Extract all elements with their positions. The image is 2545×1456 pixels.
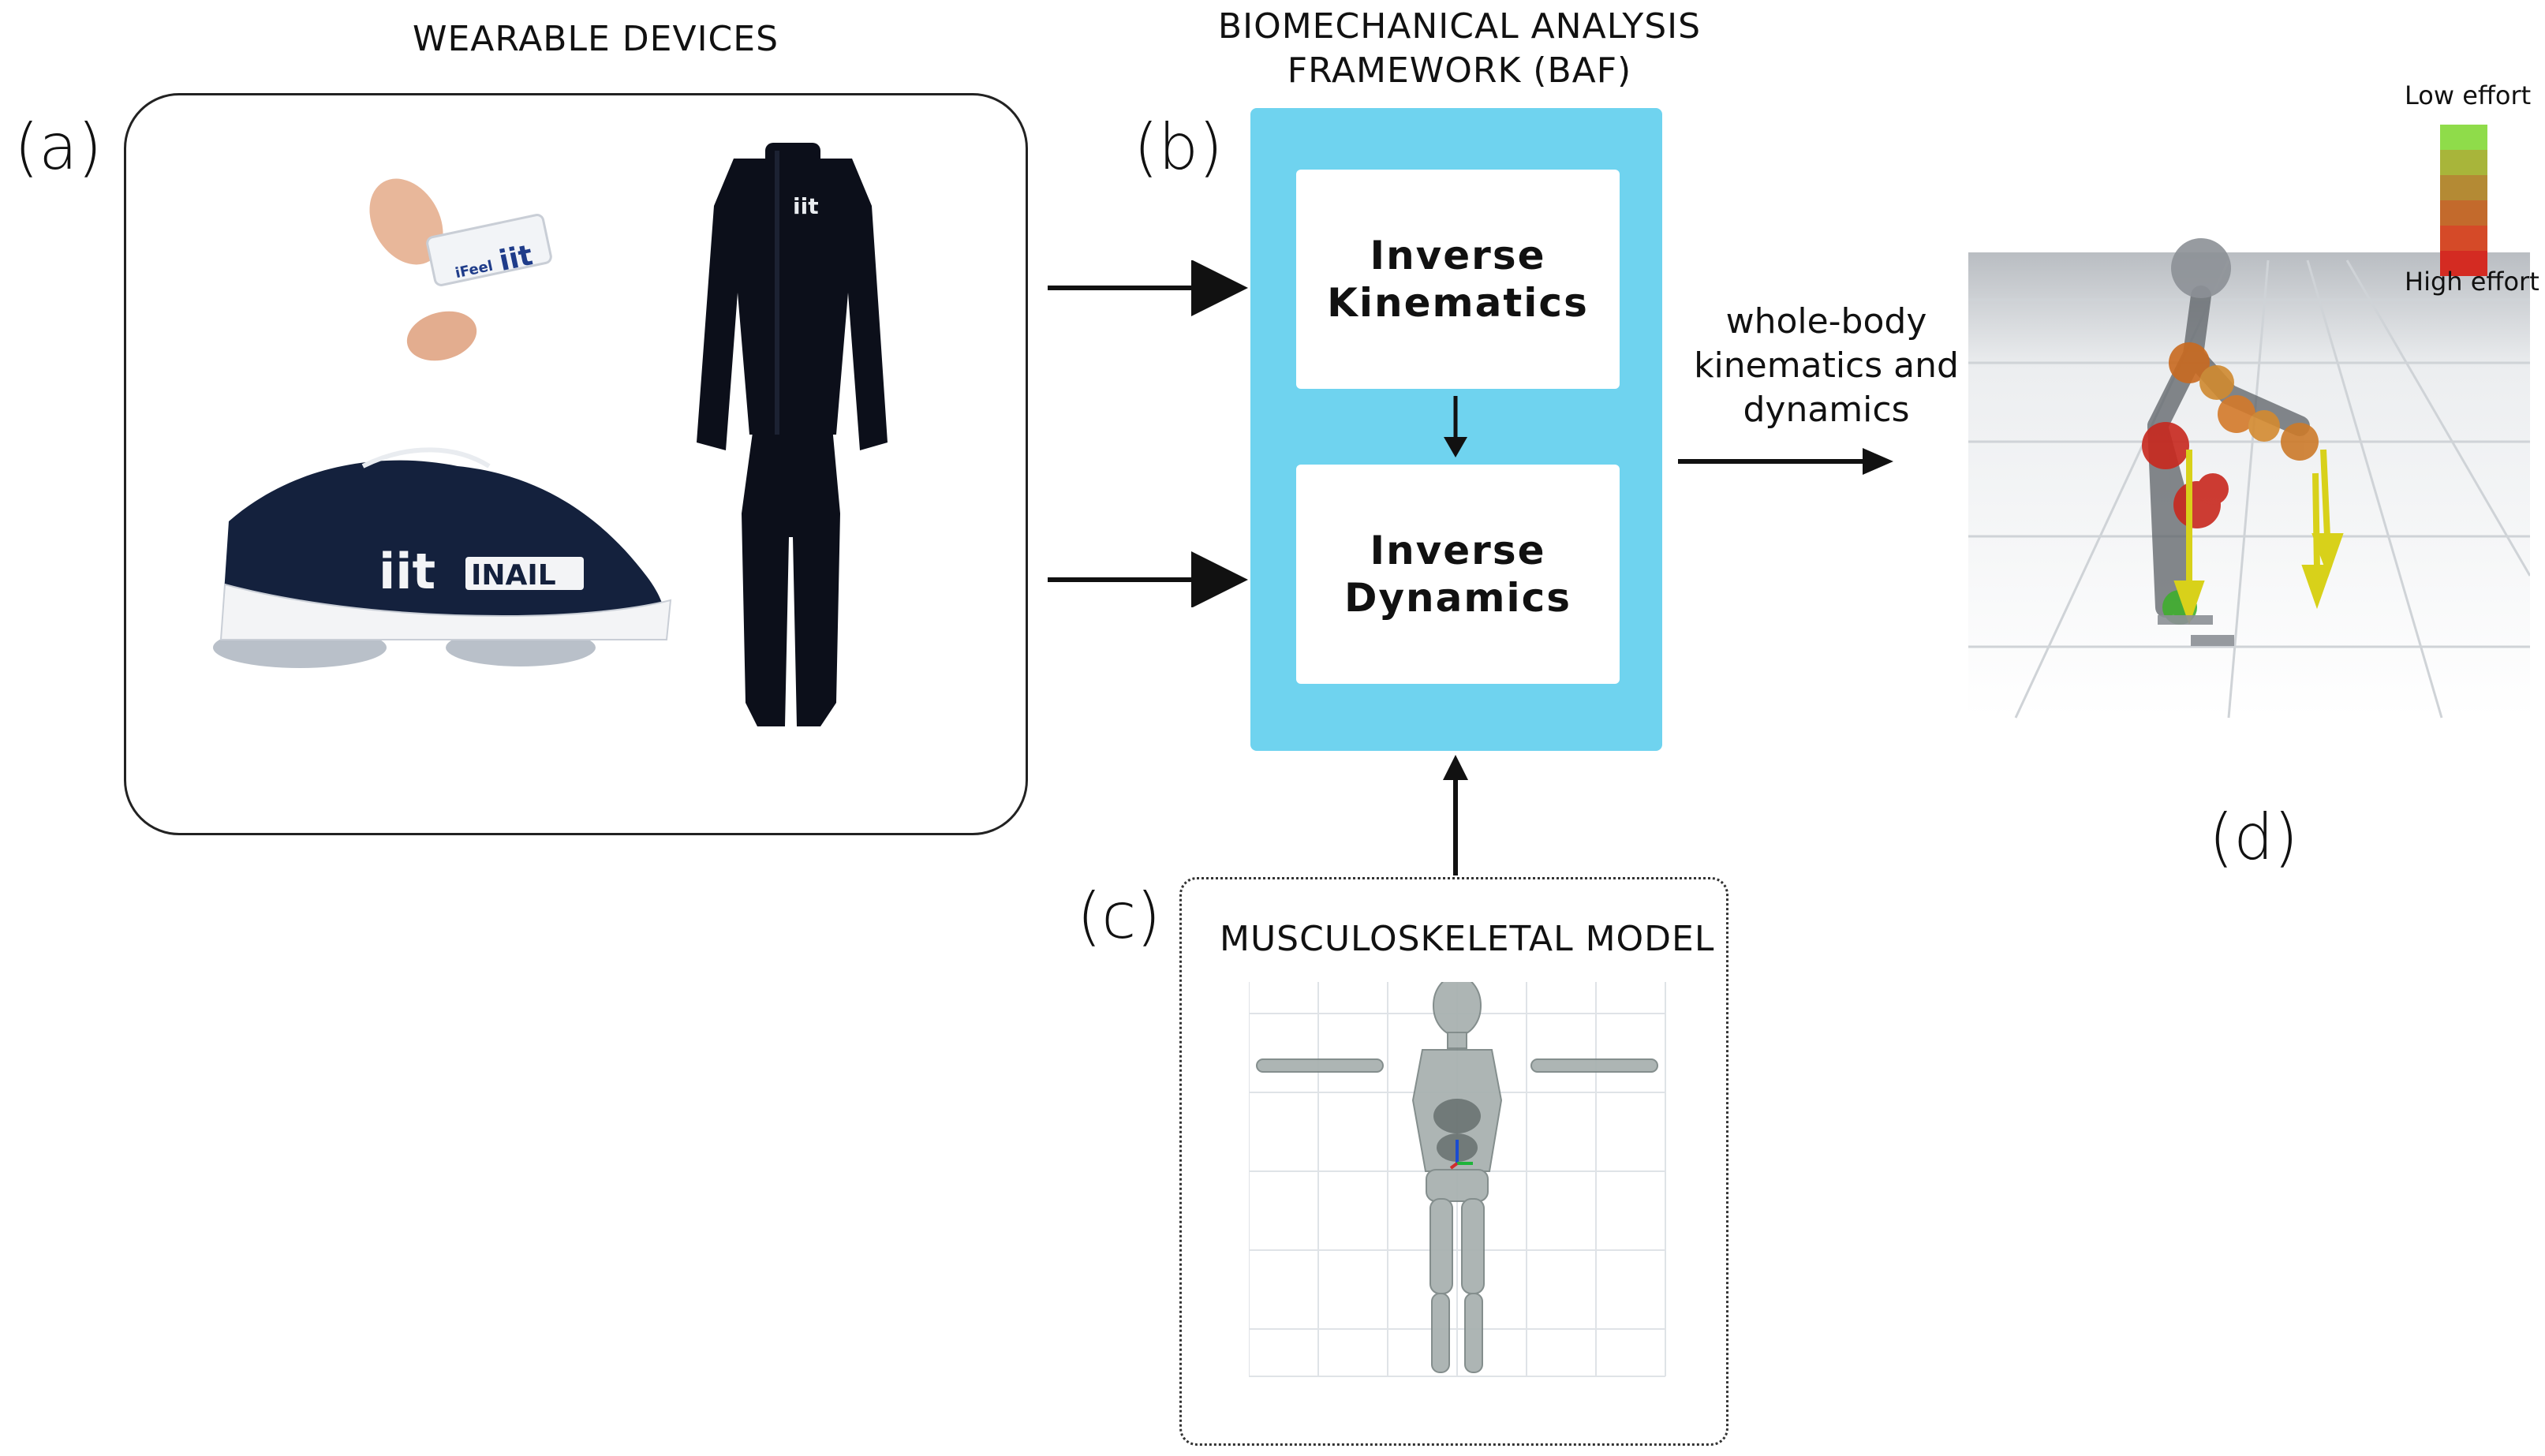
inverse-dynamics-box: Inverse Dynamics: [1296, 465, 1620, 684]
panel-b-title: BIOMECHANICAL ANALYSIS FRAMEWORK (BAF): [1215, 5, 1704, 93]
output-label-line2: kinematics and: [1694, 345, 1959, 386]
effort-visualization-panel: [1968, 237, 2532, 797]
output-label: whole-body kinematics and dynamics: [1680, 300, 1972, 432]
shoe-illustration: iit INAIL: [213, 447, 672, 668]
musculoskeletal-model-figure: [1249, 982, 1666, 1377]
id-line2: Dynamics: [1344, 575, 1572, 621]
effort-color-legend: [2440, 125, 2487, 276]
panel-d-letter: (d): [2209, 801, 2299, 874]
panel-a-letter: (a): [14, 110, 103, 184]
panel-b-letter: (b): [1134, 110, 1224, 184]
legend-high-label: High effort: [2405, 267, 2539, 297]
baf-panel: Inverse Kinematics Inverse Dynamics: [1250, 108, 1662, 751]
panel-b-title-line2: FRAMEWORK (BAF): [1287, 50, 1632, 91]
legend-swatch-4: [2440, 200, 2487, 226]
legend-swatch-3: [2440, 175, 2487, 200]
wearable-devices-panel: iFeel iit iit INAIL iit: [124, 93, 1028, 835]
ik-to-id-arrow: [1444, 396, 1467, 457]
panel-c-title: MUSCULOSKELETAL MODEL: [1220, 919, 1715, 959]
shoe-brand-text: INAIL: [471, 559, 556, 592]
suit-logo-text: iit: [793, 193, 819, 219]
sensor-logo-text: iit: [496, 239, 535, 278]
shoe-logo-text: iit: [379, 543, 435, 600]
legend-swatch-5: [2440, 226, 2487, 251]
panel-a-title: WEARABLE DEVICES: [413, 19, 779, 59]
musculoskeletal-model-panel: MUSCULOSKELETAL MODEL: [1179, 877, 1728, 1446]
inverse-kinematics-box: Inverse Kinematics: [1296, 170, 1620, 389]
panel-c-letter: (c): [1077, 879, 1161, 953]
panel-b-title-line1: BIOMECHANICAL ANALYSIS: [1217, 6, 1702, 47]
legend-low-label: Low effort: [2405, 80, 2532, 110]
effort-visualization-scene: [1968, 238, 2532, 719]
legend-swatch-6: [2440, 251, 2487, 276]
output-label-line3: dynamics: [1743, 390, 1910, 430]
id-line1: Inverse: [1370, 528, 1546, 573]
sensor-illustration: iFeel iit: [369, 178, 552, 361]
output-arrow: [1678, 448, 1893, 475]
ik-line2: Kinematics: [1327, 280, 1589, 326]
legend-swatch-1: [2440, 125, 2487, 150]
ik-line1: Inverse: [1370, 233, 1546, 278]
suit-illustration: iit: [697, 143, 888, 726]
legend-swatch-2: [2440, 150, 2487, 175]
output-label-line1: whole-body: [1725, 301, 1927, 342]
wearable-devices-illustration: iFeel iit iit INAIL iit: [213, 143, 888, 726]
input-arrows: [1048, 260, 1248, 607]
model-to-baf-arrow: [1443, 755, 1468, 875]
